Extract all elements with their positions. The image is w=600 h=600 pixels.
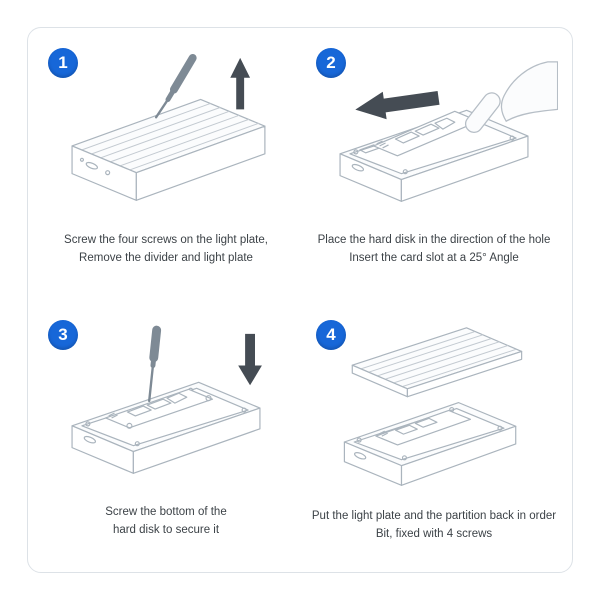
step-4-caption: Put the light plate and the partition ba… bbox=[311, 510, 557, 540]
enclosure-illustration bbox=[71, 98, 266, 201]
step-1: 1 bbox=[32, 30, 300, 302]
enclosure-tray-illustration bbox=[343, 402, 517, 486]
step-2-caption: Place the hard disk in the direction of … bbox=[317, 234, 551, 264]
ssd-illustration bbox=[105, 388, 214, 429]
step-1-caption: Screw the four screws on the light plate… bbox=[64, 234, 268, 264]
step-4-badge: 4 bbox=[316, 320, 346, 350]
step-1-badge: 1 bbox=[48, 48, 78, 78]
step-2: 2 bbox=[300, 30, 568, 302]
arrow-left-icon bbox=[355, 91, 440, 120]
arrow-up-icon bbox=[230, 57, 251, 110]
step-4-illustration bbox=[343, 327, 523, 486]
screwdriver-icon bbox=[148, 325, 162, 403]
step-3: 3 bbox=[32, 302, 300, 574]
ssd-illustration bbox=[375, 409, 472, 446]
enclosure-tray-illustration bbox=[71, 381, 261, 474]
step-3-caption: Screw the bottom of the hard disk to sec… bbox=[105, 506, 227, 536]
step-1-illustration bbox=[71, 53, 266, 201]
screwdriver-icon bbox=[154, 53, 197, 119]
arrow-down-icon bbox=[238, 333, 262, 386]
step-4: 4 bbox=[300, 302, 568, 574]
hand-icon bbox=[464, 61, 558, 133]
light-plate-illustration bbox=[351, 327, 523, 398]
step-2-badge: 2 bbox=[316, 48, 346, 78]
step-3-illustration bbox=[71, 325, 262, 474]
steps-grid: 1 bbox=[32, 30, 568, 574]
step-3-badge: 3 bbox=[48, 320, 78, 350]
step-2-illustration bbox=[339, 61, 558, 202]
